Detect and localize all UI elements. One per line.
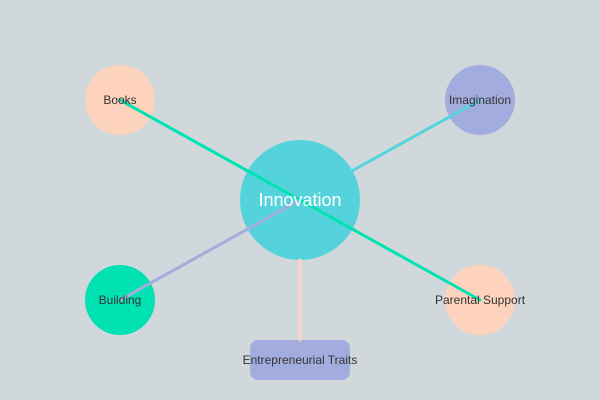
edge-center-building bbox=[118, 198, 302, 302]
edge-center-imagination bbox=[348, 98, 482, 174]
label-books: Books bbox=[103, 93, 136, 107]
edge-books-parental-support bbox=[118, 98, 482, 302]
label-parental-support: Parental Support bbox=[435, 293, 526, 307]
edges-layer bbox=[118, 98, 482, 342]
label-imagination: Imagination bbox=[449, 93, 511, 107]
label-building: Building bbox=[99, 293, 142, 307]
node-entrepreneurial-traits bbox=[250, 340, 350, 380]
label-entrepreneurial-traits: Entrepreneurial Traits bbox=[243, 353, 358, 367]
label-innovation: Innovation bbox=[258, 190, 341, 210]
